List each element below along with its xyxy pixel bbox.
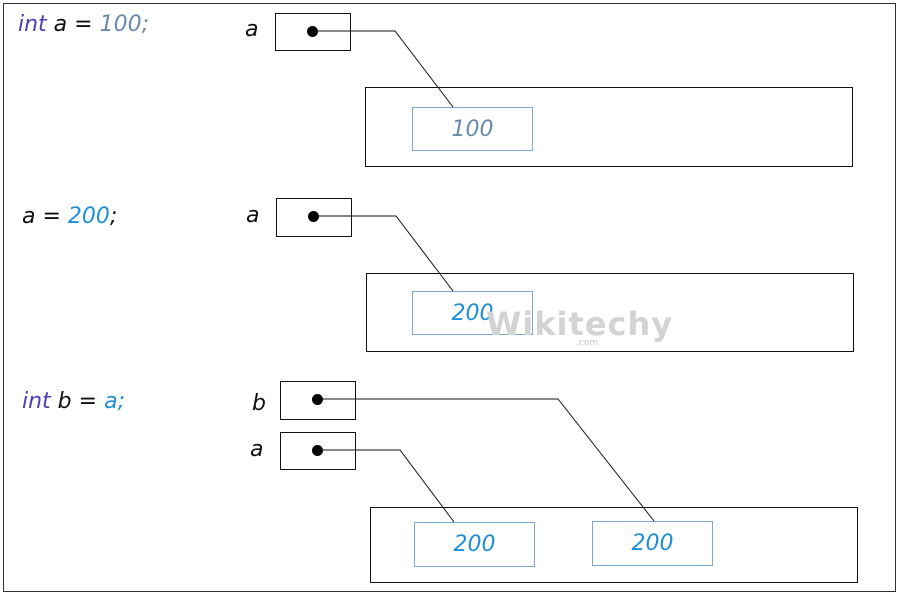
keyword-int: int <box>18 12 47 37</box>
var-label-a-1: a <box>245 17 259 42</box>
code-identifier: a <box>104 389 118 414</box>
reference-box-b <box>280 381 356 420</box>
pointer-dot <box>307 26 318 37</box>
code-text: b = <box>50 389 105 414</box>
watermark-sub: .com <box>576 338 599 348</box>
code-number: 100 <box>99 12 142 37</box>
heap-region-1 <box>365 87 853 167</box>
var-label-a-2: a <box>246 203 260 228</box>
var-label-b: b <box>252 391 266 416</box>
watermark-logo: Wikitechy <box>486 305 674 343</box>
code-line-2: a = 200; <box>22 204 117 230</box>
value-box-200: 200 <box>412 291 533 335</box>
heap-region-3 <box>370 507 858 583</box>
value-box-200-left: 200 <box>414 522 535 567</box>
value-box-200-right: 200 <box>592 521 713 566</box>
code-number: 200 <box>67 204 110 229</box>
pointer-dot <box>308 211 319 222</box>
heap-region-2 <box>366 273 854 352</box>
code-line-1: int a = 100; <box>18 12 149 38</box>
connector-a2 <box>314 215 454 292</box>
pointer-dot <box>312 394 323 405</box>
code-semicolon: ; <box>141 12 150 37</box>
code-text: a = <box>46 12 100 37</box>
code-line-3: int b = a; <box>22 389 125 415</box>
var-label-a-3: a <box>250 437 264 462</box>
keyword-int: int <box>22 389 51 414</box>
pointer-dot <box>312 445 323 456</box>
diagram-frame <box>3 3 896 592</box>
connector-a1 <box>313 30 454 108</box>
code-semicolon: ; <box>109 204 118 229</box>
reference-box-a-1 <box>275 13 351 51</box>
code-semicolon: ; <box>117 389 125 414</box>
code-text: a = <box>22 204 68 229</box>
value-box-100: 100 <box>412 107 533 151</box>
connector-a3 <box>318 449 455 523</box>
connector-b <box>318 398 655 522</box>
